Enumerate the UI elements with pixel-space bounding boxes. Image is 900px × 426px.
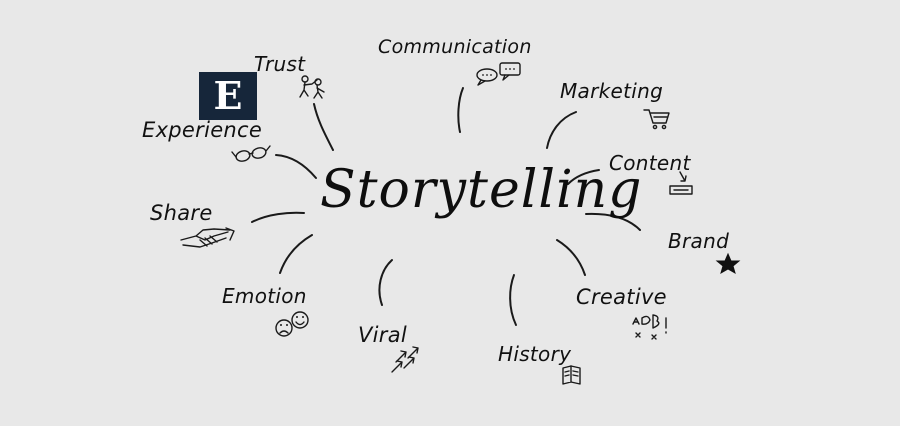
- cart-icon: [643, 109, 670, 130]
- line-content: [567, 169, 600, 185]
- topic-history: History: [498, 342, 572, 366]
- line-marketing: [546, 111, 577, 149]
- topic-experience: Experience: [142, 118, 263, 142]
- topic-share: Share: [150, 201, 213, 225]
- central-topic: Storytelling: [320, 160, 643, 220]
- inbox-icon: [669, 171, 693, 195]
- topic-brand: Brand: [668, 229, 730, 253]
- star-icon: [715, 252, 741, 275]
- line-trust: [313, 103, 334, 151]
- line-brand: [585, 212, 641, 231]
- line-viral: [378, 259, 393, 306]
- topic-trust: Trust: [254, 52, 306, 76]
- doodle-icon: [632, 314, 667, 340]
- topic-content: Content: [609, 151, 691, 175]
- line-communication: [457, 87, 464, 133]
- line-experience: [275, 154, 317, 179]
- line-emotion: [279, 234, 313, 274]
- topic-creative: Creative: [576, 285, 667, 309]
- arrows-icon: [391, 346, 419, 373]
- line-share: [251, 211, 305, 223]
- topic-emotion: Emotion: [222, 284, 307, 308]
- topic-viral: Viral: [358, 323, 408, 347]
- figures-icon: [299, 75, 325, 99]
- book-icon: [562, 365, 581, 385]
- glasses-icon: [231, 145, 271, 162]
- topic-marketing: Marketing: [560, 79, 664, 103]
- handshake-icon: [180, 227, 235, 248]
- topic-communication: Communication: [378, 36, 532, 58]
- speech-bubbles-icon: [476, 62, 521, 86]
- line-history: [509, 274, 517, 326]
- line-creative: [556, 239, 586, 276]
- faces-icon: [275, 311, 309, 337]
- brand-logo: E: [199, 72, 257, 120]
